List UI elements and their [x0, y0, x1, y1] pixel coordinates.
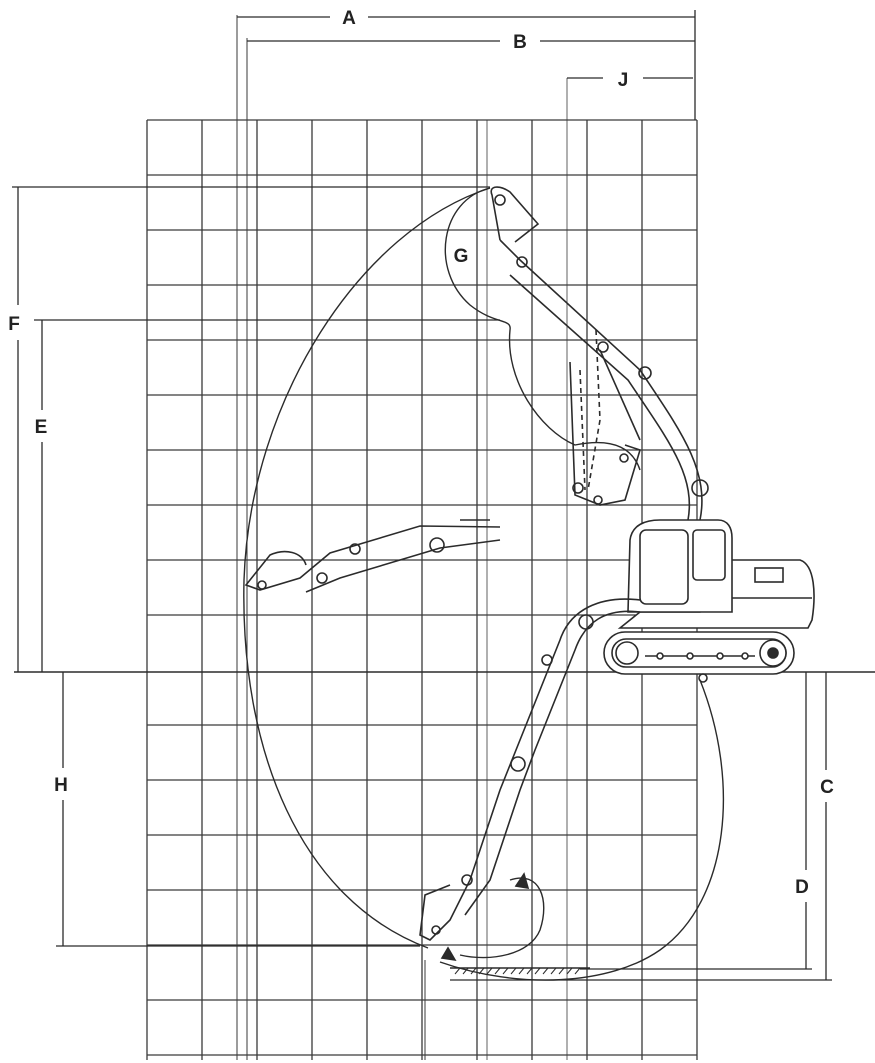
- bucket-icon-small: [514, 872, 530, 889]
- dimension-lines: [12, 10, 832, 981]
- working-range-envelope: [243, 187, 725, 981]
- undercarriage-tracks: [603, 631, 795, 675]
- label-h: H: [54, 775, 68, 796]
- label-a: A: [342, 8, 356, 29]
- operator-cab: [627, 519, 733, 613]
- bottom-hatching: [454, 967, 581, 975]
- reference-grid: [146, 15, 698, 1060]
- label-d: D: [795, 877, 809, 898]
- label-j: J: [618, 70, 629, 91]
- label-e: E: [35, 417, 48, 438]
- boom-extended: [244, 519, 501, 593]
- label-b: B: [513, 32, 527, 53]
- excavator: [244, 186, 815, 962]
- label-c: C: [820, 777, 834, 798]
- dimension-letters: A B J F E G H C D: [8, 8, 834, 898]
- bucket-icon-tip: [440, 946, 457, 962]
- boom-lowered: [419, 598, 708, 941]
- boom-raised: [490, 186, 709, 521]
- label-f: F: [8, 314, 20, 335]
- label-g: G: [454, 246, 469, 267]
